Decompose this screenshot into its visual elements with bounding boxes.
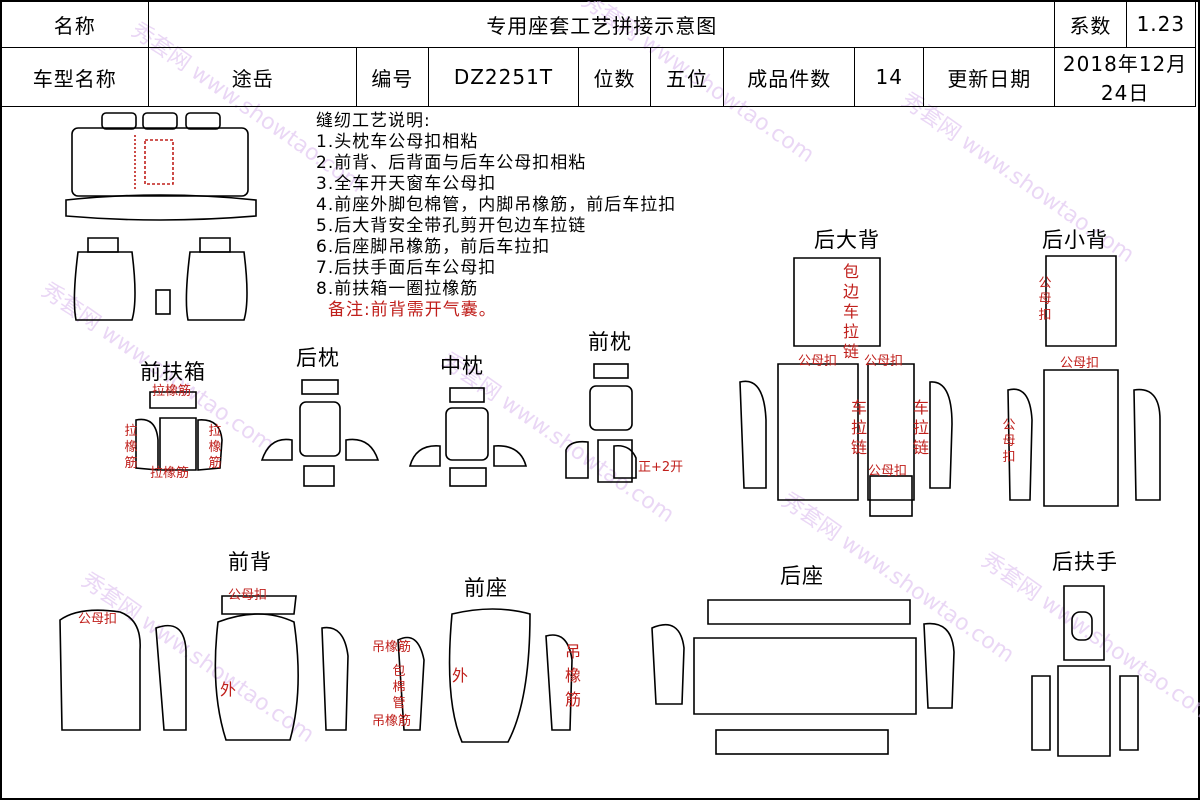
annot-pull-elastic: 拉橡筋 bbox=[150, 466, 190, 481]
label-front-back: 前背 bbox=[228, 550, 272, 574]
front-seat-overview bbox=[73, 237, 248, 321]
coef-value: 1.23 bbox=[1125, 0, 1197, 48]
annot-hook-loop: 公母扣 bbox=[868, 464, 908, 479]
annot-cut-open: 正+2开 bbox=[638, 460, 684, 475]
label-front-box: 前扶箱 bbox=[140, 360, 206, 384]
label-rear-seat: 后座 bbox=[780, 564, 824, 588]
annot-outer: 外 bbox=[452, 666, 469, 685]
coef-label: 系数 bbox=[1054, 0, 1127, 48]
seats-value: 五位 bbox=[649, 47, 725, 107]
annot-hook-loop: 公母扣 bbox=[228, 588, 268, 603]
annot-outer: 外 bbox=[220, 680, 237, 699]
annot-pull-elastic-v: 拉橡筋 bbox=[208, 424, 222, 471]
annot-edge-zip-v: 包边车拉链 bbox=[842, 262, 859, 361]
rear-small-back-pattern bbox=[1007, 255, 1161, 507]
model-label: 车型名称 bbox=[0, 47, 150, 107]
annot-zip-v: 车拉链 bbox=[850, 398, 867, 457]
note-item: 3.全车开天窗车公母扣 bbox=[316, 174, 497, 194]
annot-hang-elastic-v: 吊橡筋 bbox=[564, 642, 581, 709]
note-item: 2.前背、后背面与后车公母扣相粘 bbox=[316, 153, 587, 173]
annot-cotton-tube-v: 包棉管 bbox=[392, 664, 406, 711]
note-item: 6.后座脚吊橡筋，前后车拉扣 bbox=[316, 237, 551, 257]
note-item: 7.后扶手面后车公母扣 bbox=[316, 258, 497, 278]
front-seat-pattern bbox=[397, 608, 573, 743]
rear-pillow-pattern bbox=[260, 379, 380, 487]
annot-pull-elastic-v: 拉橡筋 bbox=[124, 424, 138, 471]
sheet-title: 专用座套工艺拼接示意图 bbox=[148, 0, 1056, 48]
label-mid-pillow: 中枕 bbox=[440, 354, 484, 378]
note-item: 1.头枕车公母扣相粘 bbox=[316, 132, 479, 152]
front-back-pattern bbox=[59, 595, 349, 741]
label-front-seat: 前座 bbox=[464, 576, 508, 600]
pieces-value: 14 bbox=[854, 47, 925, 107]
notes-title: 缝纫工艺说明: bbox=[316, 111, 431, 131]
front-pillow-pattern bbox=[565, 363, 637, 483]
label-rear-big-back: 后大背 bbox=[814, 228, 880, 252]
rear-armrest-pattern bbox=[1031, 585, 1139, 757]
annot-hook-loop: 公母扣 bbox=[78, 612, 118, 627]
annot-hang-elastic: 吊橡筋 bbox=[372, 714, 412, 729]
front-box-pattern bbox=[135, 391, 223, 471]
rear-big-back-pattern bbox=[739, 257, 953, 517]
annot-hook-loop: 公母扣 bbox=[864, 354, 904, 369]
annot-pull-elastic: 拉橡筋 bbox=[152, 384, 192, 399]
rear-bench-overview bbox=[65, 112, 257, 221]
notes-remark: 备注:前背需开气囊。 bbox=[328, 300, 497, 320]
note-item: 4.前座外脚包棉管，内脚吊橡筋，前后车拉扣 bbox=[316, 195, 677, 215]
note-item: 8.前扶箱一圈拉橡筋 bbox=[316, 279, 479, 299]
pieces-label: 成品件数 bbox=[723, 47, 856, 107]
annot-hang-elastic: 吊橡筋 bbox=[372, 640, 412, 655]
update-label: 更新日期 bbox=[923, 47, 1056, 107]
header-table: 名称 专用座套工艺拼接示意图 系数 1.23 车型名称 途岳 编号 DZ2251… bbox=[0, 0, 1197, 107]
annot-zip-v: 车拉链 bbox=[912, 398, 929, 457]
code-value: DZ2251T bbox=[427, 47, 580, 107]
label-rear-small-back: 后小背 bbox=[1042, 228, 1108, 252]
rear-seat-pattern bbox=[651, 599, 955, 755]
sewing-notes: 缝纫工艺说明: 1.头枕车公母扣相粘 2.前背、后背面与后车公母扣相粘 3.全车… bbox=[316, 111, 676, 321]
code-label: 编号 bbox=[356, 47, 429, 107]
annot-hook-loop: 公母扣 bbox=[1060, 356, 1100, 371]
label-rear-armrest: 后扶手 bbox=[1052, 550, 1118, 574]
annot-hook-loop-v: 公母扣 bbox=[1002, 418, 1016, 465]
annot-hook-loop-v: 公母扣 bbox=[1038, 276, 1052, 323]
model-value: 途岳 bbox=[148, 47, 358, 107]
label-rear-pillow: 后枕 bbox=[296, 346, 340, 370]
update-value: 2018年12月24日 bbox=[1054, 47, 1196, 107]
label-front-pillow: 前枕 bbox=[588, 330, 632, 354]
seats-label: 位数 bbox=[578, 47, 651, 107]
mid-pillow-pattern bbox=[408, 387, 528, 487]
note-item: 5.后大背安全带孔剪开包边车拉链 bbox=[316, 216, 587, 236]
annot-hook-loop: 公母扣 bbox=[798, 354, 838, 369]
